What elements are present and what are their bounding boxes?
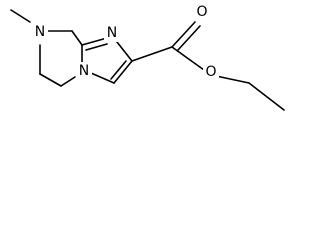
bonds xyxy=(10,9,285,111)
bond-carbonyl-o-b xyxy=(177,25,201,51)
bond-c3-nbridge xyxy=(90,72,115,84)
bond-oester-ch2 xyxy=(215,75,250,84)
molecule-structure: N N N O O xyxy=(0,0,294,118)
bond-carbonyl-o-a xyxy=(171,21,196,48)
bond-carbonyl-oester xyxy=(171,46,205,71)
atom-n-methyl: N xyxy=(35,24,45,40)
bond-ch2-ch3 xyxy=(248,82,285,111)
bond-nimine-c2 xyxy=(116,41,133,62)
atom-n-imine: N xyxy=(107,25,117,41)
structure-svg: N N N O O xyxy=(10,3,285,111)
bond-c8a-nimine-a xyxy=(81,37,108,46)
bond-methyl-n xyxy=(10,9,31,23)
bond-c8a-nimine-b xyxy=(85,43,108,51)
atom-o-ester: O xyxy=(205,64,216,80)
bond-ch2a-c8a xyxy=(71,30,83,46)
atoms: N N N O O xyxy=(32,3,219,81)
bond-ch2b-ch2c xyxy=(39,73,62,87)
atom-n-bridge: N xyxy=(79,63,89,79)
bond-c2-c3-a xyxy=(113,60,133,84)
atom-o-carbonyl: O xyxy=(196,4,207,20)
bond-c2-carbonyl xyxy=(131,46,173,62)
bond-c2-c3-b xyxy=(110,60,127,80)
bond-ch2c-nbridge xyxy=(60,76,76,87)
